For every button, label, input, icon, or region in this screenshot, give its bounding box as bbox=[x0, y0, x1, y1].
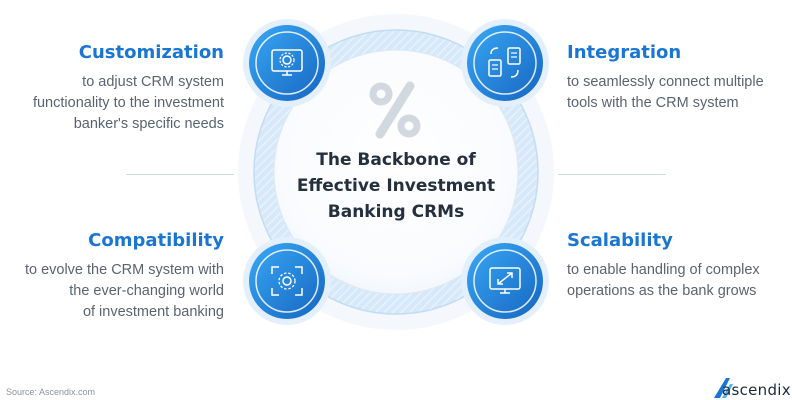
integration-title: Integration bbox=[567, 42, 682, 63]
left-divider bbox=[126, 174, 234, 175]
center-title: The Backbone of Effective Investment Ban… bbox=[276, 147, 516, 225]
gear-frame-icon bbox=[243, 237, 331, 325]
desc-line: to seamlessly connect multiple bbox=[567, 74, 764, 90]
source-note: Source: Ascendix.com bbox=[6, 387, 96, 397]
desc-line: to adjust CRM system bbox=[82, 74, 224, 90]
center-title-line: Banking CRMs bbox=[327, 202, 465, 222]
desc-line: the ever-changing world bbox=[69, 283, 224, 299]
scalability-title: Scalability bbox=[567, 230, 673, 251]
ascendix-logo-icon bbox=[714, 378, 733, 398]
desc-line: of investment banking bbox=[82, 304, 224, 320]
center-title-line: The Backbone of bbox=[316, 150, 476, 170]
integration-desc: to seamlessly connect multiple tools wit… bbox=[567, 72, 792, 114]
desc-line: operations as the bank grows bbox=[567, 283, 757, 299]
desc-line: to enable handling of complex bbox=[567, 262, 760, 278]
expand-monitor-icon bbox=[461, 237, 549, 325]
percent-icon bbox=[369, 81, 421, 139]
center-title-line: Effective Investment bbox=[296, 176, 496, 196]
inner-disc bbox=[273, 49, 519, 295]
right-divider bbox=[558, 174, 666, 175]
desc-line: functionality to the investment bbox=[32, 95, 224, 111]
ascendix-logo-text: ascendix bbox=[722, 381, 791, 399]
customization-title: Customization bbox=[78, 42, 224, 63]
desc-line: to evolve the CRM system with bbox=[24, 262, 224, 278]
desc-line: tools with the CRM system bbox=[567, 95, 739, 111]
compatibility-desc: to evolve the CRM system with the ever-c… bbox=[0, 260, 224, 323]
desc-line: banker's specific needs bbox=[73, 116, 224, 132]
connected-documents-icon bbox=[461, 19, 549, 107]
scalability-desc: to enable handling of complex operations… bbox=[567, 260, 792, 302]
gear-monitor-icon bbox=[243, 19, 331, 107]
compatibility-title: Compatibility bbox=[88, 230, 224, 251]
customization-desc: to adjust CRM system functionality to th… bbox=[0, 72, 224, 135]
